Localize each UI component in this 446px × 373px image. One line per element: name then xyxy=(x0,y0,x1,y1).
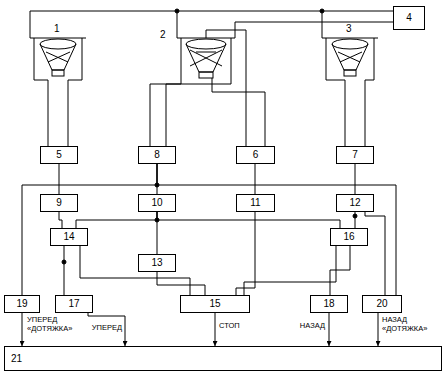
sensor-cone xyxy=(186,44,226,72)
block-number: 19 xyxy=(16,299,27,309)
signal-line xyxy=(157,164,396,295)
signal-line xyxy=(22,164,157,295)
supply-wire xyxy=(30,11,393,38)
logic-block: 6 xyxy=(236,146,275,164)
sensor-cone xyxy=(344,70,356,76)
logic-block: 9 xyxy=(40,194,78,212)
signal-line xyxy=(59,212,62,228)
sensor-bracket xyxy=(34,38,48,80)
signal-line xyxy=(59,164,60,194)
signal-line xyxy=(244,246,336,295)
logic-block: 13 xyxy=(138,254,176,272)
block-number: 10 xyxy=(151,198,162,208)
supply-wire xyxy=(322,11,323,38)
supply-wire xyxy=(235,22,393,38)
signal-line xyxy=(80,246,190,295)
signal-name: НАЗАД xyxy=(300,322,325,331)
logic-block: 4 xyxy=(393,6,425,30)
logic-block: 20 xyxy=(362,295,402,313)
signal-line xyxy=(64,246,65,295)
logic-block: 19 xyxy=(4,295,40,313)
signal-line xyxy=(355,164,356,194)
junction-dot xyxy=(175,9,179,13)
block-number: 4 xyxy=(406,13,412,23)
logic-block: 17 xyxy=(55,295,93,313)
signal-name: СТОП xyxy=(219,322,240,331)
signal-name: УПЕРЕД «ДОТЯЖКА» xyxy=(27,316,85,333)
signal-wire xyxy=(68,80,69,146)
sensor-coil xyxy=(190,50,222,66)
signal-line xyxy=(355,212,356,228)
signal-line xyxy=(329,313,330,346)
block-number: 8 xyxy=(154,150,160,160)
signal-line xyxy=(365,212,385,295)
sensor-cone xyxy=(40,44,76,70)
block-number: 5 xyxy=(56,150,62,160)
block-number: 16 xyxy=(343,232,354,242)
logic-block: 5 xyxy=(40,146,78,164)
block-number: 17 xyxy=(68,299,79,309)
logic-block: 10 xyxy=(138,194,176,212)
logic-block: 21 xyxy=(4,346,442,371)
block-number: 21 xyxy=(11,354,22,364)
sensor-coil xyxy=(196,52,216,53)
logic-block: 18 xyxy=(310,295,348,313)
block-number: 20 xyxy=(376,299,387,309)
signal-wire xyxy=(48,80,49,146)
logic-block: 11 xyxy=(236,194,275,212)
sensor-bracket xyxy=(68,38,82,80)
sensor-cone xyxy=(332,39,368,49)
sensor-cone xyxy=(52,70,64,76)
signal-line xyxy=(236,212,255,295)
block-number: 6 xyxy=(253,150,259,160)
sensor-bracket xyxy=(322,38,378,39)
signal-wire xyxy=(212,78,265,146)
signal-name: УПЕРЕД xyxy=(92,324,122,333)
sensor-cone xyxy=(40,39,76,49)
callout-number: 1 xyxy=(54,24,60,34)
block-number: 18 xyxy=(323,299,334,309)
supply-wire xyxy=(177,11,178,38)
signal-line xyxy=(378,313,379,346)
callout-number: 2 xyxy=(160,30,166,40)
sensor-bracket xyxy=(30,38,86,39)
sensor-coil xyxy=(190,50,222,66)
sensor-coil xyxy=(338,52,360,62)
block-number: 14 xyxy=(63,232,74,242)
signal-line xyxy=(76,212,157,228)
signal-line xyxy=(22,313,23,346)
sensor-cone xyxy=(199,72,213,78)
sensor-cone xyxy=(186,39,226,49)
block-number: 9 xyxy=(56,198,62,208)
junction-dot xyxy=(320,9,324,13)
sensor-coil xyxy=(48,52,70,62)
logic-block: 16 xyxy=(330,228,368,246)
logic-block: 8 xyxy=(138,146,176,164)
illustration-group xyxy=(30,9,393,264)
logic-block: 15 xyxy=(180,295,250,313)
sensor-coil xyxy=(46,52,68,62)
signal-line xyxy=(215,313,216,346)
block-number: 15 xyxy=(209,299,220,309)
sensor-cone xyxy=(332,44,368,70)
signal-line xyxy=(255,164,256,194)
sensor-wire xyxy=(206,30,207,38)
sensor-coil xyxy=(340,52,362,62)
signal-line xyxy=(88,313,125,346)
block-number: 12 xyxy=(349,198,360,208)
logic-block: 7 xyxy=(336,146,374,164)
block-number: 7 xyxy=(352,150,358,160)
sensor-bracket xyxy=(365,38,374,146)
logic-block: 12 xyxy=(336,194,374,212)
signal-name: НАЗАД «ДОТЯЖКА» xyxy=(382,316,440,333)
signal-line xyxy=(157,272,205,295)
logic-block: 14 xyxy=(50,228,88,246)
signal-line xyxy=(157,212,340,228)
signal-line xyxy=(330,246,350,295)
block-number: 13 xyxy=(151,258,162,268)
callout-number: 3 xyxy=(346,24,352,34)
block-number: 11 xyxy=(250,198,260,208)
